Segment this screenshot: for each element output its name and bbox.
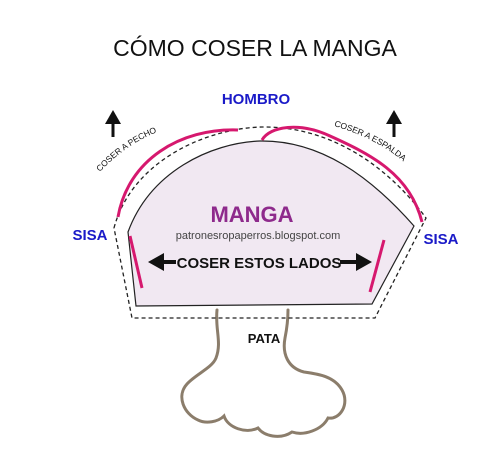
shoulder-label: HOMBRO bbox=[222, 91, 291, 108]
arrow-up-icon bbox=[105, 110, 121, 137]
front-seam-marker bbox=[116, 128, 239, 218]
paw-label: PATA bbox=[248, 331, 281, 346]
back-seam-marker bbox=[260, 125, 424, 223]
double-arrow-icon bbox=[148, 253, 372, 271]
armhole-label-right: SISA bbox=[423, 231, 458, 248]
sew-sides-label: COSER ESTOS LADOS bbox=[177, 255, 342, 272]
arrow-up-icon bbox=[386, 110, 402, 137]
diagram-title: CÓMO COSER LA MANGA bbox=[113, 35, 397, 61]
sleeve-seam-line bbox=[127, 140, 415, 307]
website-label: patronesropaperros.blogspot.com bbox=[176, 230, 340, 242]
paw-outline bbox=[180, 308, 347, 438]
left-side-seam-marker bbox=[128, 235, 144, 289]
sleeve-label: MANGA bbox=[210, 202, 293, 227]
sleeve-piece bbox=[128, 140, 414, 306]
right-side-seam-marker bbox=[368, 239, 386, 293]
sew-to-chest-label: COSER A PECHO bbox=[94, 125, 158, 174]
armhole-label-left: SISA bbox=[72, 227, 107, 244]
sleeve-cut-line bbox=[113, 126, 427, 319]
